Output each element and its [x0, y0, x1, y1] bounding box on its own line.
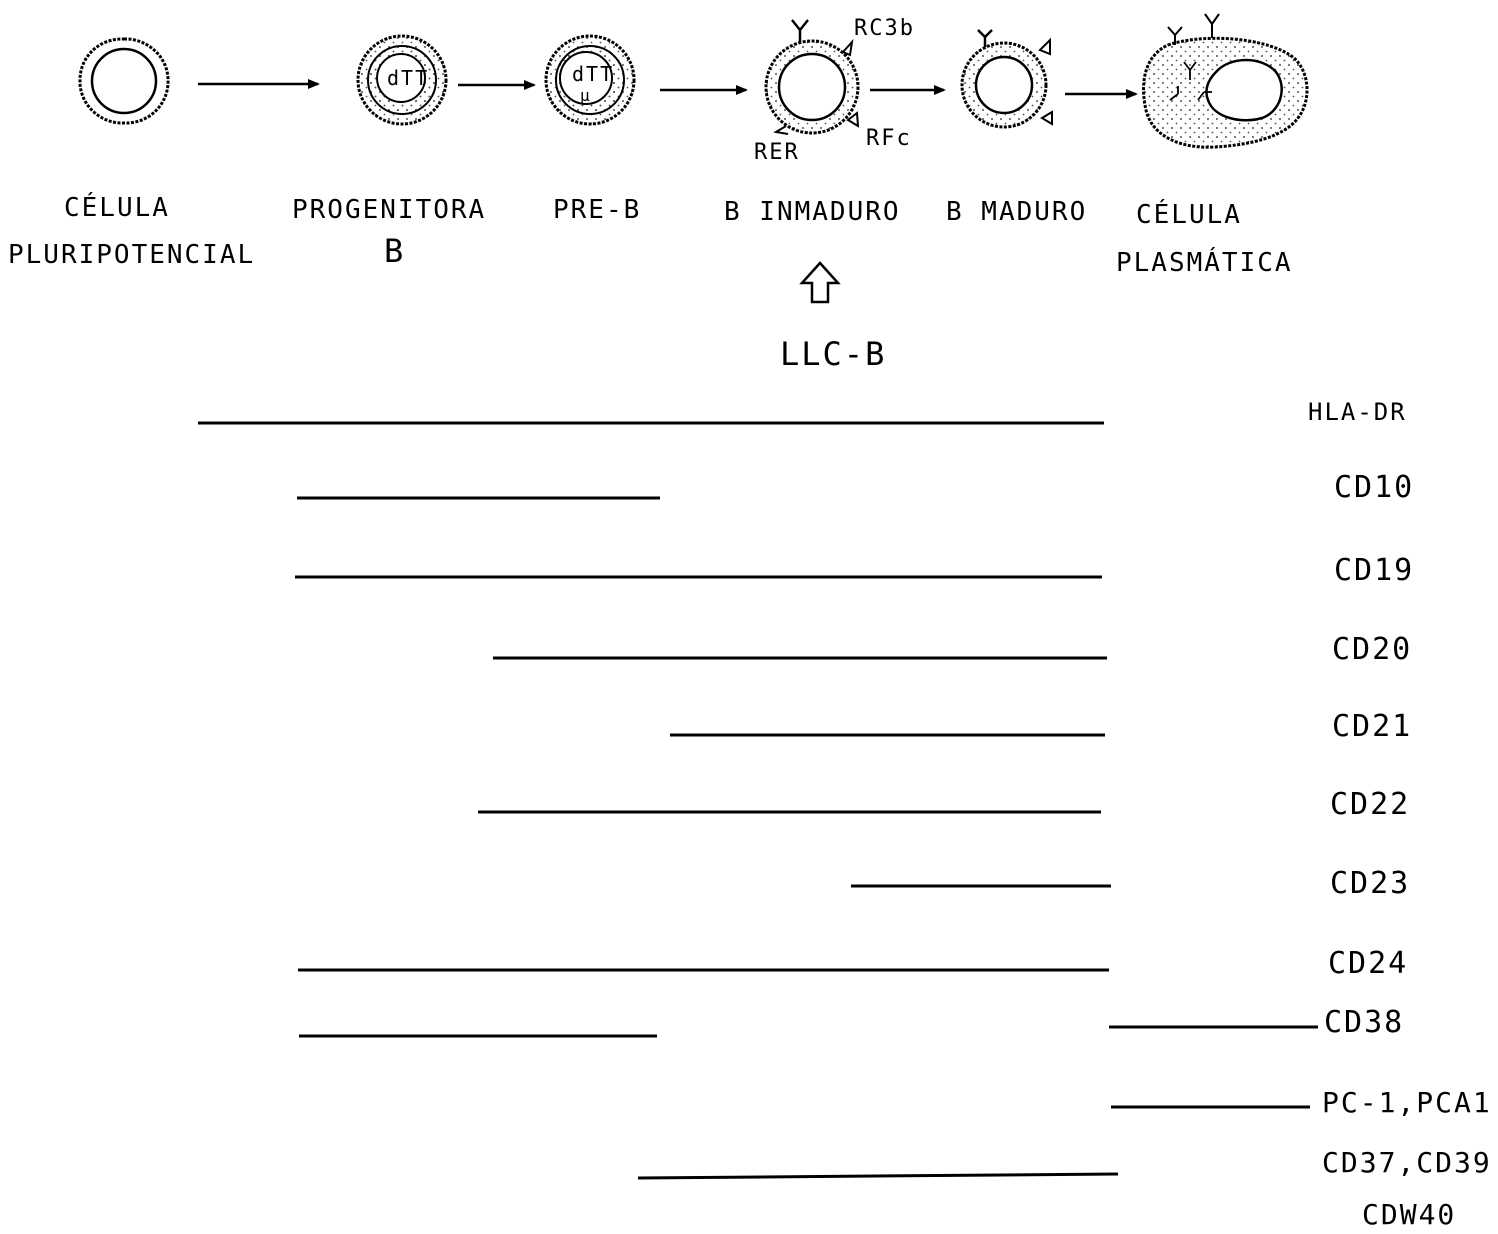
rer-label: RER: [754, 140, 800, 165]
rc3b-label: RC3b: [854, 16, 915, 41]
antibody-receptor-icon: [792, 20, 808, 42]
dtt-label-progenitor: dTT: [387, 66, 429, 90]
rer-receptor-icon: [776, 126, 788, 134]
dtt-label-preb: dTT: [572, 62, 614, 86]
bar-cd37-cd39-cdw40: [638, 1174, 1118, 1178]
receptor-icon: [1040, 40, 1050, 54]
stage-label-pluripotent-2: PLURIPOTENCIAL: [8, 240, 255, 270]
marker-label-cd22: CD22: [1330, 787, 1410, 822]
marker-label-cd10: CD10: [1334, 470, 1414, 505]
receptor-icon: [1042, 112, 1052, 124]
stage-label-immature-b: B INMADURO: [724, 197, 901, 227]
expression-bars: [198, 423, 1318, 1178]
marker-label-cd20: CD20: [1332, 632, 1412, 667]
stage-label-pluripotent-1: CÉLULA: [64, 193, 170, 223]
marker-label-pc1-pca1: PC-1,PCA1: [1322, 1086, 1492, 1119]
marker-label-hla-dr: HLA-DR: [1308, 398, 1407, 426]
cell-mature-b: [962, 30, 1052, 127]
marker-label-cd19: CD19: [1334, 553, 1414, 588]
llc-b-label: LLC-B: [780, 335, 886, 373]
marker-label-cd23: CD23: [1330, 866, 1410, 901]
stage-label-plasma-1: CÉLULA: [1136, 200, 1242, 230]
marker-label-cd37-cd39: CD37,CD39: [1322, 1146, 1492, 1179]
llc-b-up-arrow-icon: [802, 263, 838, 302]
stage-label-progenitor-1: PROGENITORA: [292, 195, 486, 225]
antibody-icon: [1205, 14, 1219, 38]
cell-plasma: [1144, 14, 1308, 147]
marker-label-cd21: CD21: [1332, 709, 1412, 744]
marker-label-cd38: CD38: [1324, 1005, 1404, 1040]
antibody-receptor-icon: [978, 30, 992, 47]
marker-label-cd24: CD24: [1328, 946, 1408, 981]
cell-pluripotent: [80, 39, 168, 123]
rc3b-receptor-icon: [843, 42, 852, 55]
marker-label-cdw40: CDW40: [1362, 1198, 1456, 1231]
stage-label-plasma-2: PLASMÁTICA: [1116, 248, 1293, 278]
mu-label: μ: [580, 86, 592, 105]
cell-immature-b: [766, 20, 858, 134]
stage-label-pre-b: PRE-B: [553, 195, 641, 225]
rfc-label: RFc: [866, 126, 912, 151]
stage-label-progenitor-2: B: [384, 232, 405, 270]
stage-label-mature-b: B MADURO: [946, 197, 1087, 227]
